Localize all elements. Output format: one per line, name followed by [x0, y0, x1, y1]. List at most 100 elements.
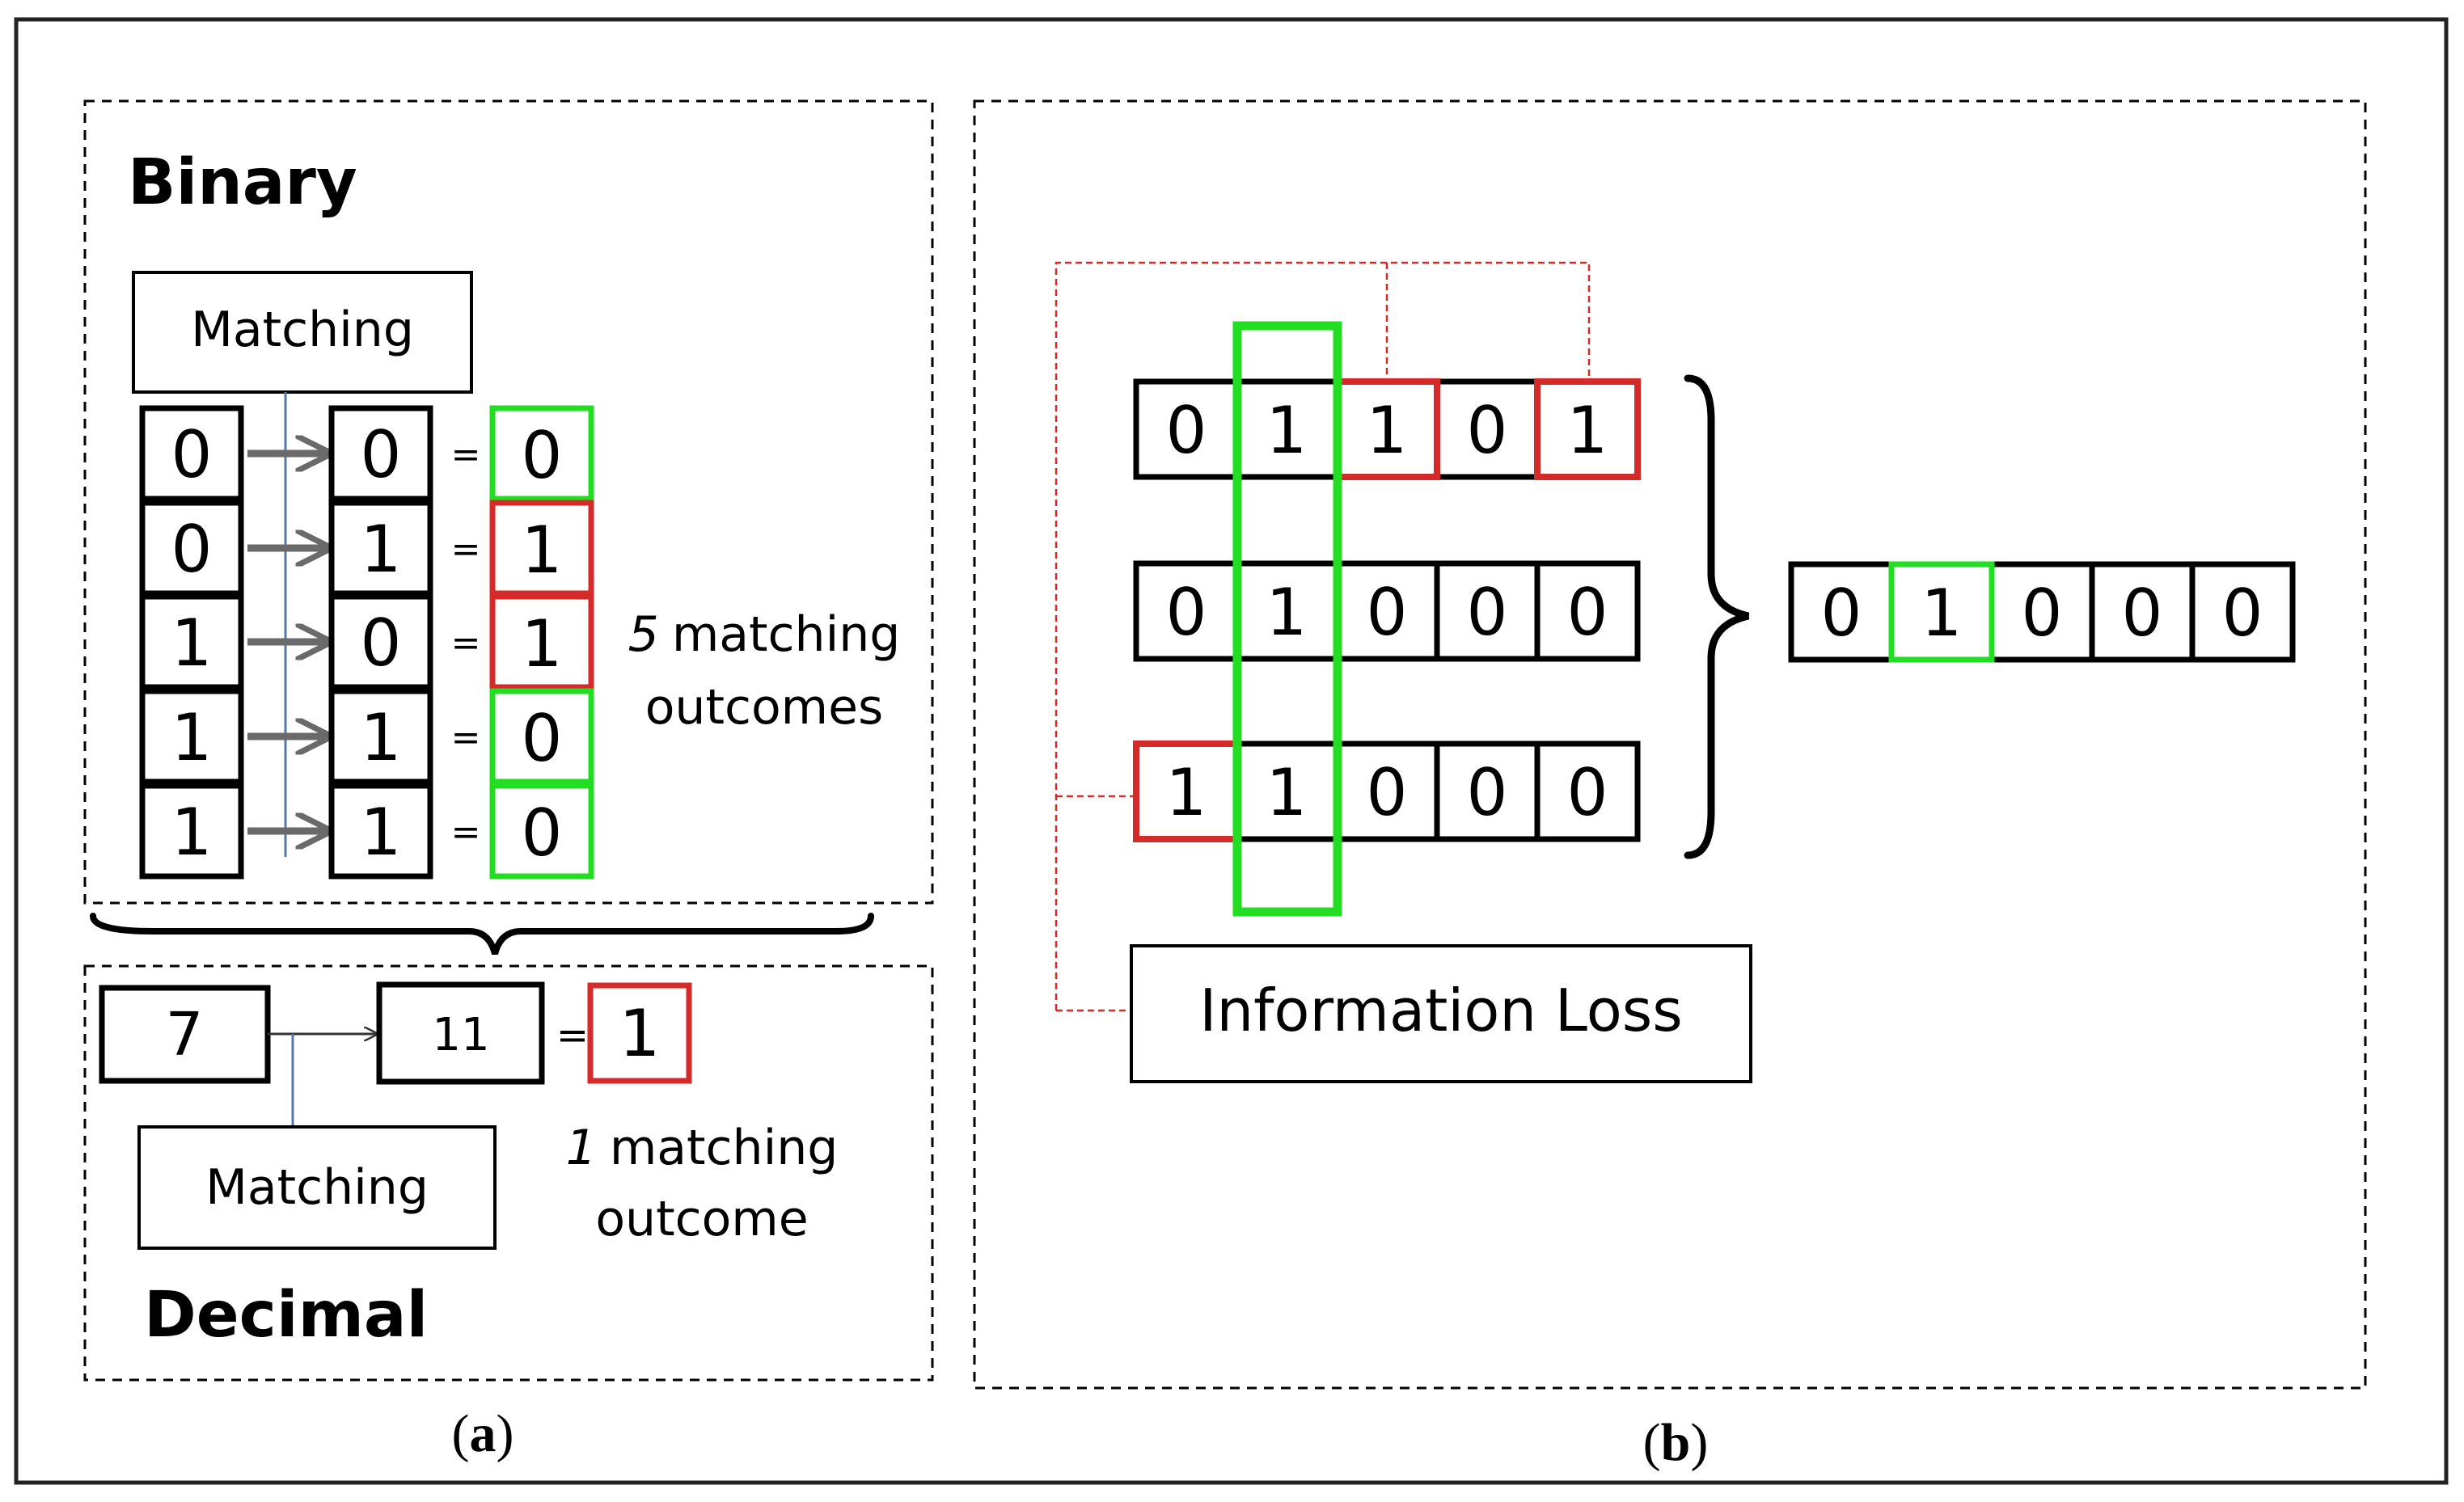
binary-title: Binary: [128, 146, 357, 219]
binary-left-bit-cell: [139, 783, 244, 880]
decimal-equals: =: [556, 1013, 589, 1058]
result-bit-cell: 0: [2222, 576, 2263, 651]
binary-result-bit: 0: [522, 701, 563, 776]
binary-count-number: 5: [628, 606, 659, 663]
decimal-count-word: matching: [610, 1120, 839, 1176]
bit-row-cell: 0: [1367, 755, 1408, 830]
binary-matching-label: Matching: [191, 302, 414, 358]
binary-right-bit: 1: [361, 512, 402, 587]
binary-right-bit-cell: [328, 593, 433, 690]
binary-dashed-box: [83, 99, 934, 905]
decimal-result-value: 1: [619, 996, 661, 1071]
result-row-frame: [1788, 561, 2296, 663]
decimal-count-number: 1: [566, 1120, 597, 1176]
binary-equals: =: [451, 434, 481, 475]
panel-b-dashed-box: [973, 99, 2367, 1390]
binary-result-cell: [489, 593, 594, 690]
binary-equals: =: [451, 812, 481, 853]
information-loss-box: [1130, 944, 1752, 1083]
binary-left-bit: 1: [171, 795, 213, 870]
binary-left-bit: 1: [171, 605, 213, 681]
decimal-left-value: 7: [165, 1000, 203, 1070]
kept-bit-highlight: [1888, 561, 1995, 663]
bit-row-frame: [1133, 560, 1641, 662]
binary-left-bit: 1: [171, 700, 213, 775]
binary-count-line2: outcomes: [645, 679, 884, 736]
decimal-result-box: [587, 982, 692, 1084]
binary-left-bit: 0: [171, 512, 213, 587]
bit-row-cell: 1: [1266, 575, 1308, 650]
binary-right-bit: 0: [361, 605, 402, 681]
result-bit-cell: 0: [2022, 576, 2063, 651]
binary-left-bit-cell: [139, 405, 244, 502]
information-loss-label: Information Loss: [1199, 977, 1683, 1044]
binary-result-bit: 0: [522, 795, 563, 871]
bit-row-cell: 0: [1467, 755, 1508, 830]
binary-right-bit-cell: [328, 405, 433, 502]
binary-result-cell: [489, 688, 594, 785]
binary-equals: =: [451, 717, 481, 758]
binary-right-bit-cell: [328, 783, 433, 880]
binary-equals: =: [451, 622, 481, 664]
binary-result-cell: [489, 783, 594, 880]
binary-right-bit-cell: [328, 688, 433, 785]
binary-to-decimal-brace: [90, 913, 874, 956]
bit-row-cell: 1: [1266, 393, 1308, 468]
binary-left-bit-cell: [139, 688, 244, 785]
bit-row-cell: 1: [1367, 393, 1408, 468]
rows-merge-brace: [1684, 374, 1750, 859]
binary-right-bit-cell: [328, 500, 433, 597]
binary-left-bit: 0: [171, 417, 213, 492]
binary-right-bit: 0: [361, 417, 402, 492]
result-bit-cell: 0: [1821, 576, 1862, 651]
caption-b: (b): [1643, 1413, 1709, 1472]
bit-row-cell: 0: [1467, 575, 1508, 650]
binary-equals: =: [451, 529, 481, 570]
decimal-count-line2: outcome: [595, 1191, 808, 1247]
bit-row-cell: 0: [1567, 755, 1608, 830]
binary-right-bit: 1: [361, 795, 402, 870]
binary-result-cell: [489, 500, 594, 597]
binary-result-bit: 1: [522, 606, 563, 681]
decimal-right-value: 11: [432, 1009, 489, 1061]
caption-a: (a): [452, 1404, 514, 1463]
bit-row-cell: 0: [1467, 393, 1508, 468]
bit-row-cell: 0: [1166, 575, 1207, 650]
result-bit-cell: 0: [2122, 576, 2163, 651]
decimal-title: Decimal: [144, 1279, 428, 1352]
outer-frame: [14, 17, 2449, 1485]
decimal-right-box: [376, 981, 545, 1085]
shared-bit-column-highlight: [1232, 321, 1342, 917]
decimal-matching-box: [137, 1125, 497, 1250]
binary-right-bit: 1: [361, 700, 402, 775]
binary-result-bit: 1: [522, 513, 563, 588]
bit-row-cell: 1: [1567, 393, 1608, 468]
bit-row-cell: 1: [1166, 755, 1207, 830]
decimal-dashed-box: [83, 964, 934, 1382]
binary-result-cell: [489, 405, 594, 502]
binary-count-word: matching: [672, 606, 901, 663]
caption-a-close: ): [497, 1404, 514, 1463]
caption-a-open: (: [452, 1404, 470, 1463]
binary-matching-box: [132, 271, 473, 394]
bit-row-cell: 0: [1567, 575, 1608, 650]
caption-b-open: (: [1643, 1413, 1661, 1472]
bit-row-cell: 1: [1266, 755, 1308, 830]
information-loss-connectors: [1054, 261, 1591, 1012]
result-bit-cell: 1: [1921, 576, 1963, 651]
caption-b-letter: b: [1661, 1413, 1691, 1472]
bit-row-cell: 0: [1166, 393, 1207, 468]
bit-row-cell: 0: [1367, 575, 1408, 650]
binary-left-bit-cell: [139, 500, 244, 597]
caption-a-letter: a: [470, 1404, 497, 1463]
lost-bit-highlight: [1534, 378, 1641, 480]
decimal-matching-label: Matching: [205, 1159, 429, 1216]
